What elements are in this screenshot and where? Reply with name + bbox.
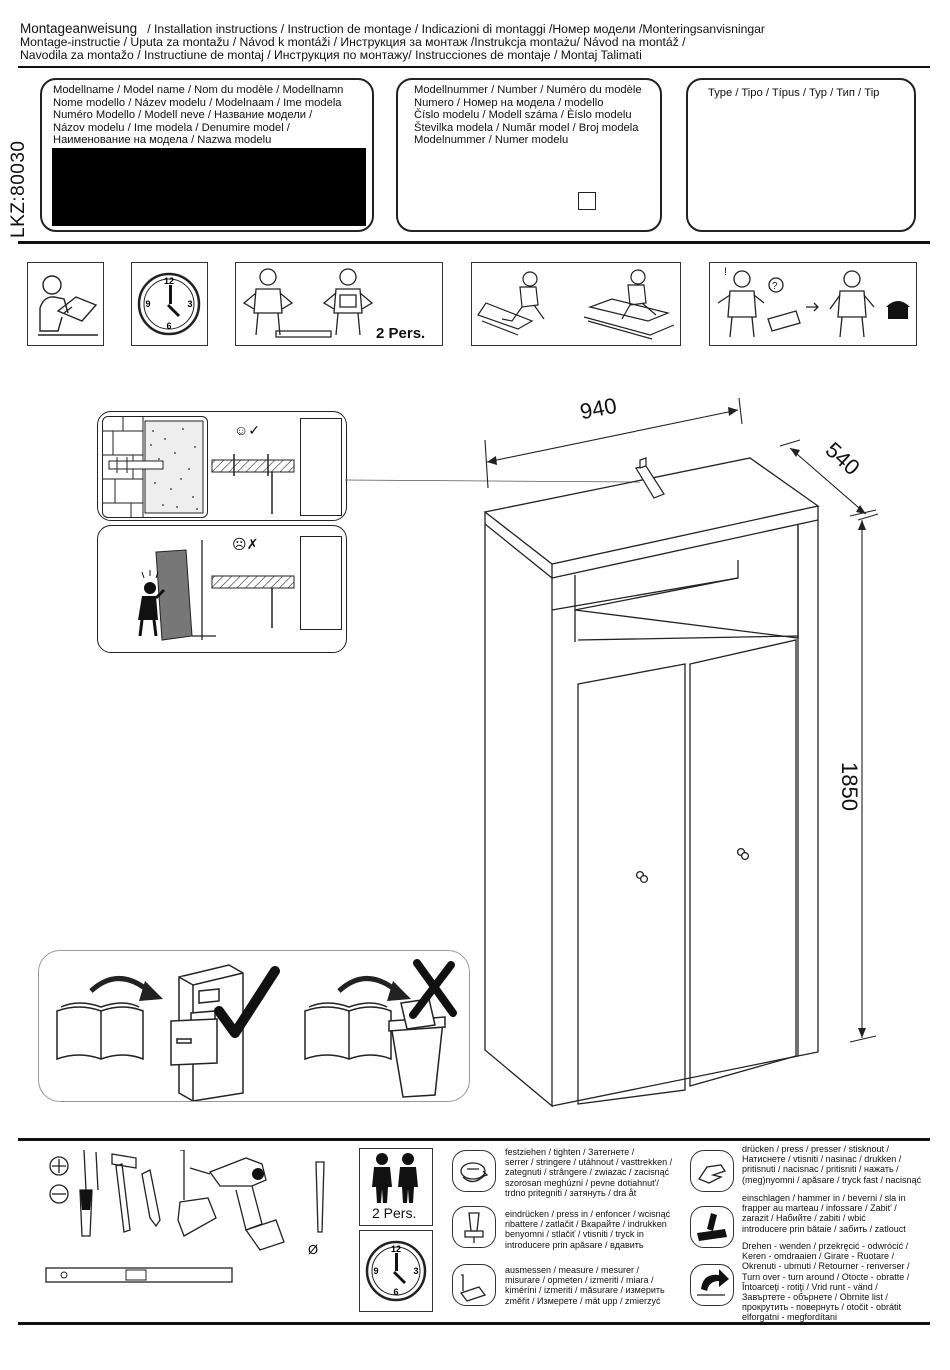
legend-line: serrer / stringere / utáhnout / vasttrek… <box>505 1157 673 1168</box>
legend-line: Okrenuti - ubmuti / Retourner - renverse… <box>742 1261 910 1272</box>
clock-number: 12 <box>391 1244 401 1254</box>
hammer-icon <box>690 1206 734 1248</box>
legend-line: elforgatni - megfordítani <box>742 1312 838 1323</box>
legend-turn-over-text: Drehen - wenden / przekręcić - odwrócić … <box>742 1241 910 1323</box>
model-number-line: Modellnummer / Number / Numéro du modèle <box>414 84 642 96</box>
header-line-1: Montageanweisung / Installation instruct… <box>20 22 765 37</box>
wall-mount-wrong-panel: ☹✗ <box>97 525 347 653</box>
legend-press-text: drücken / press / presser / stisknout / … <box>742 1144 921 1185</box>
wall-mount-correct-panel: ☺✓ <box>97 411 347 521</box>
assemble-on-floor-icon <box>471 262 681 346</box>
turn-over-icon <box>690 1264 734 1306</box>
legend-line: introducere prin bătaie / забить / zatlo… <box>742 1223 906 1234</box>
header-line-2: Montage-instructie / Uputa za montažu / … <box>20 35 686 49</box>
legend-line: (meg)nyomni / apăsare / tryck fast / nac… <box>742 1174 922 1185</box>
header-line-3: Navodila za montažo / Instructiune de mo… <box>20 48 642 62</box>
legend-top-divider <box>18 1138 930 1141</box>
legend-line: ausmessen / measure / mesurer / <box>505 1265 640 1275</box>
legend-measure-text: ausmessen / measure / mesurer / misurare… <box>505 1265 665 1306</box>
legend-line: szorosan meghúzni / pevne dotiahnut'/ <box>505 1177 659 1188</box>
legend-line: benyomni / stlačiť / vtisniti / tryck in <box>505 1229 644 1240</box>
clock-number: 12 <box>164 276 174 286</box>
legend-line: frapper au marteau / infossare / Zabit' … <box>742 1203 897 1214</box>
keep-instructions-panel <box>38 950 470 1102</box>
clock-number: 9 <box>145 299 150 309</box>
clock-icon: 12 3 6 9 <box>131 262 208 346</box>
height-dimension: 1850 <box>837 762 862 811</box>
wall-anchor-detail <box>102 416 208 518</box>
legend-line: zarazit / Набийте / zabiti / wbić <box>742 1213 866 1224</box>
legend-tighten-text: festziehen / tighten / Затегнете / serre… <box>505 1147 672 1198</box>
model-number-box: Modellnummer / Number / Numéro du modèle… <box>396 78 662 232</box>
happy-face-icon: ☺✓ <box>234 422 261 438</box>
persons-label: 2 Pers. <box>376 325 426 342</box>
model-number-line: Numero / Номер на модела / modello <box>414 96 604 109</box>
model-number-line: Številka modela / Număr model / Broj mod… <box>414 121 639 134</box>
call-for-help-icon: ! ? <box>709 262 917 346</box>
cabinet-drawing <box>344 397 879 1108</box>
checkbox-square <box>578 192 596 210</box>
legend-persons-label: 2 Pers. <box>372 1205 417 1221</box>
clock-number: 3 <box>187 299 192 309</box>
sad-face-icon: ☹✗ <box>232 536 259 552</box>
legend-line: drücken / press / presser / stisknout / <box>742 1144 890 1154</box>
legend-line: Keren - omdraaien / Girare - Ruotare / <box>742 1251 895 1262</box>
two-persons-legend-box: 2 Pers. <box>359 1148 433 1226</box>
legend-line: einschlagen / hammer in / beverni / sla … <box>742 1193 906 1203</box>
legend-line: festziehen / tighten / Затегнете / <box>505 1147 635 1157</box>
press-hand-icon <box>690 1150 734 1192</box>
model-number-line: Modelnummer / Numer modelu <box>414 134 569 147</box>
model-number-line: Číslo modelu / Modell száma / Èíslo mode… <box>414 109 632 122</box>
legend-line: прокрутить - повернуть / otočit - obráti… <box>742 1302 902 1313</box>
tools-illustration: Ø <box>45 1150 325 1283</box>
diameter-symbol: Ø <box>308 1242 318 1257</box>
legend-line: Натиснете / vtisniti / nasinac / drukken… <box>742 1154 902 1165</box>
type-box: Type / Tipo / Típus / Typ / Тип / Tip <box>686 78 916 232</box>
clock-number: 6 <box>393 1287 398 1297</box>
legend-line: Завъртете - обърнете / Obrnite list / <box>742 1292 888 1303</box>
legend-hammer-text: einschlagen / hammer in / beverni / sla … <box>742 1193 906 1234</box>
two-persons-icon: 2 Pers. <box>235 262 443 346</box>
legend-press-in-text: eindrücken / press in / enfoncer / wcisn… <box>505 1209 670 1250</box>
clock-number: 3 <box>413 1266 418 1276</box>
read-instructions-icon <box>27 262 104 346</box>
model-name-line: Nome modello / Název modelu / Modelnaam … <box>53 96 342 109</box>
legend-line: Turn over - turn around / Otocte - obrat… <box>742 1271 910 1282</box>
legend-line: zategnuti / strângere / zwiazac / zacisn… <box>505 1167 670 1178</box>
svg-text:!: ! <box>724 266 727 278</box>
tighten-icon <box>452 1150 496 1192</box>
legend-line: introducere prin apăsare / вдавить <box>505 1239 644 1250</box>
model-name-box: Modellname / Model name / Nom du modèle … <box>40 78 374 232</box>
header-line-1-rest: / Installation instructions / Instructio… <box>147 22 765 36</box>
legend-line: pritisnuti / nacisnac / pritisniti / наж… <box>742 1164 899 1175</box>
legend-line: trdno pritegniti / затянуть / dra åt <box>505 1187 637 1198</box>
cabinet-side-view <box>300 536 342 630</box>
header-divider <box>18 66 930 68</box>
type-label: Type / Tipo / Típus / Typ / Тип / Tip <box>708 87 880 99</box>
legend-line: misurare / opmeten / izmeriti / miara / <box>505 1275 654 1286</box>
model-name-line: Modellname / Model name / Nom du modèle … <box>53 84 344 96</box>
clock-legend-box: 12 3 6 9 <box>359 1230 433 1312</box>
press-in-icon <box>452 1206 496 1248</box>
clock-number: 9 <box>373 1266 378 1276</box>
model-name-line: Názov modelu / Ime modela / Denumire mod… <box>53 121 290 134</box>
legend-line: Drehen - wenden / przekręcić - odwrócić … <box>742 1241 909 1251</box>
legend-line: ribattere / zatlačit / Вкарайте / indruk… <box>505 1219 667 1230</box>
legend-line: změřit / Измерете / mät upp / zmierzyć <box>505 1295 661 1306</box>
header-title: Montageanweisung <box>20 21 138 36</box>
model-name-line: Наименование на модела / Nazwa modelu <box>53 134 272 147</box>
model-name-line: Numéro Modello / Modell neve / Название … <box>53 109 313 122</box>
side-code: LKZ:80030 <box>8 140 29 238</box>
legend-line: Întoarceţi - rotiţi / Vrid runt - vänd / <box>742 1281 878 1292</box>
legend-bottom-divider <box>18 1322 930 1325</box>
clock-number: 6 <box>166 321 171 331</box>
legend-line: eindrücken / press in / enfoncer / wcisn… <box>505 1209 671 1219</box>
svg-text:?: ? <box>772 281 778 292</box>
measure-icon <box>452 1264 496 1306</box>
cabinet-side-view <box>300 418 342 516</box>
redacted-field <box>52 148 366 226</box>
info-divider <box>18 241 930 244</box>
legend-line: kiméríni / izmeriti / măsurare / измерит… <box>505 1285 665 1296</box>
